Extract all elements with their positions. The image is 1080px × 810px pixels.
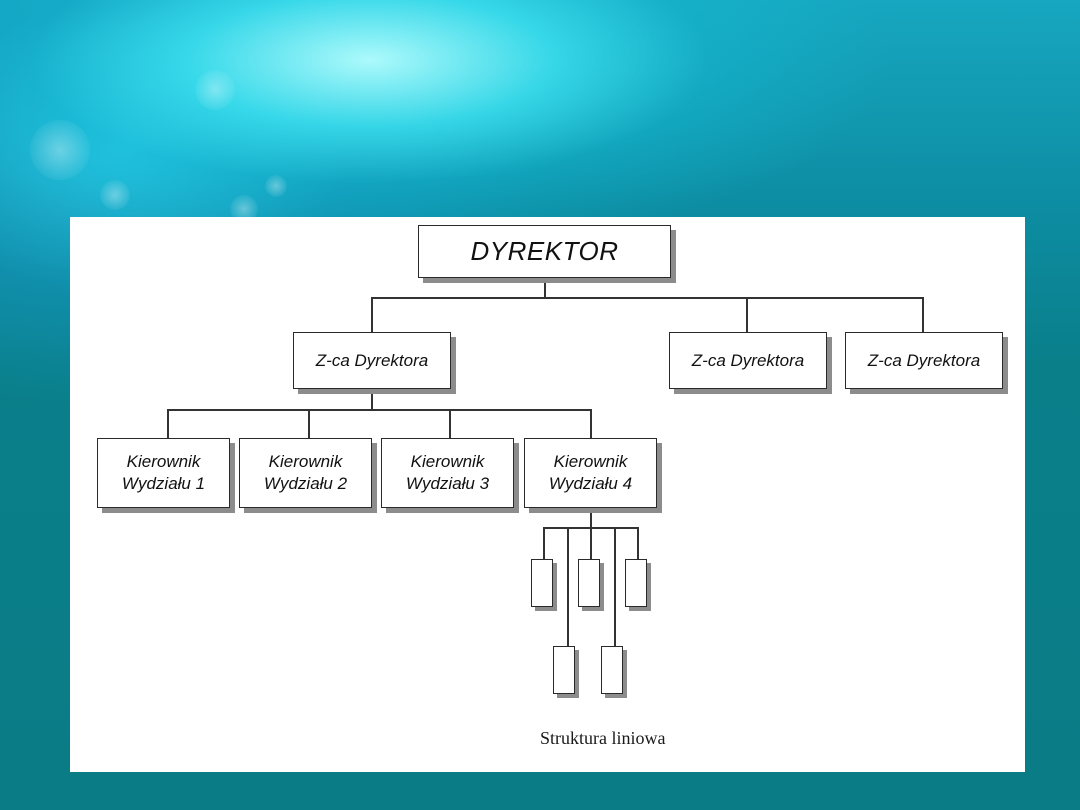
manager-title: Kierownik [268, 452, 343, 471]
subordinate-box [601, 646, 623, 694]
connector-line [371, 297, 924, 299]
deputy-label: Z-ca Dyrektora [867, 350, 981, 370]
deputy-box: Z-ca Dyrektora [669, 332, 827, 389]
bokeh-bubble [100, 180, 130, 210]
connector-line [449, 409, 451, 439]
connector-line [637, 527, 639, 559]
director-label: DYREKTOR [470, 236, 619, 266]
connector-line [308, 409, 310, 439]
subordinate-box [625, 559, 647, 607]
deputy-label: Z-ca Dyrektora [315, 350, 429, 370]
connector-line [590, 409, 592, 439]
manager-box: Kierownik Wydziału 4 [524, 438, 657, 508]
subordinate-box [553, 646, 575, 694]
connector-line [614, 527, 616, 647]
connector-line [371, 388, 373, 410]
deputy-label: Z-ca Dyrektora [691, 350, 805, 370]
connector-line [544, 278, 546, 298]
manager-department: Wydziału 3 [405, 474, 490, 493]
bokeh-bubble [195, 70, 235, 110]
connector-line [567, 527, 569, 647]
manager-box: Kierownik Wydziału 2 [239, 438, 372, 508]
subordinate-box [578, 559, 600, 607]
connector-line [922, 297, 924, 333]
director-box: DYREKTOR [418, 225, 671, 278]
connector-line [590, 527, 592, 559]
manager-title: Kierownik [126, 452, 201, 471]
connector-line [590, 508, 592, 528]
diagram-caption: Struktura liniowa [540, 728, 666, 748]
manager-box: Kierownik Wydziału 3 [381, 438, 514, 508]
bokeh-bubble [265, 175, 287, 197]
deputy-box: Z-ca Dyrektora [845, 332, 1003, 389]
connector-line [543, 527, 545, 559]
connector-line [167, 409, 169, 439]
connector-line [371, 297, 373, 333]
manager-department: Wydziału 4 [548, 474, 633, 493]
manager-title: Kierownik [410, 452, 485, 471]
manager-title: Kierownik [553, 452, 628, 471]
connector-line [746, 297, 748, 333]
manager-box: Kierownik Wydziału 1 [97, 438, 230, 508]
connector-line [167, 409, 592, 411]
deputy-box: Z-ca Dyrektora [293, 332, 451, 389]
bokeh-bubble [30, 120, 90, 180]
subordinate-box [531, 559, 553, 607]
manager-department: Wydziału 1 [121, 474, 206, 493]
manager-department: Wydziału 2 [263, 474, 348, 493]
